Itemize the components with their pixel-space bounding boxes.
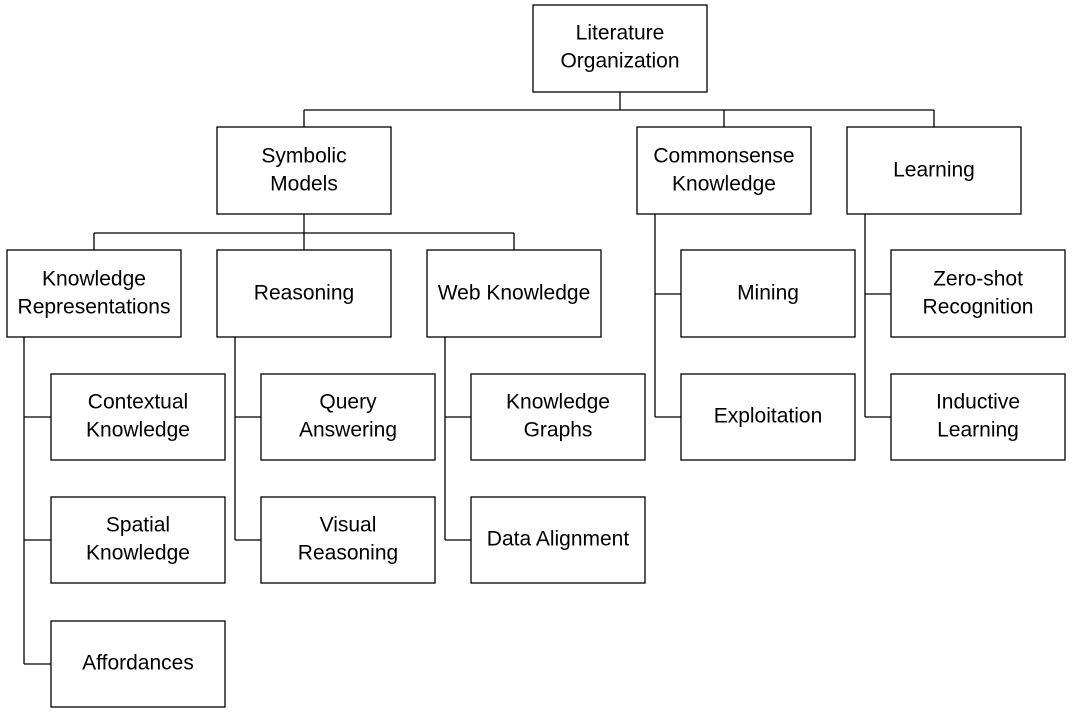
node-label-line: Representations <box>18 296 171 319</box>
node-label-line: Contextual <box>88 391 188 414</box>
connector-root <box>303 92 935 127</box>
node-box <box>636 126 812 215</box>
node-spatial-knowledge: Spatial Knowledge <box>50 496 226 584</box>
node-web-knowledge: Web Knowledge <box>426 249 602 338</box>
connector-web-knowledge <box>444 337 471 541</box>
node-box <box>470 373 646 461</box>
node-box <box>532 4 708 93</box>
node-learning: Learning <box>846 126 1022 215</box>
node-label-line: Affordances <box>82 652 194 675</box>
node-box <box>680 249 856 338</box>
node-label-line: Recognition <box>923 296 1034 319</box>
node-label-line: Knowledge <box>506 391 610 414</box>
connector-symbolic-models <box>93 214 515 250</box>
node-affordances: Affordances <box>50 620 226 708</box>
node-label-line: Zero-shot <box>933 268 1023 291</box>
node-box <box>260 373 436 461</box>
node-label-line: Query <box>319 391 377 414</box>
node-box <box>680 373 856 461</box>
node-inductive-learning: Inductive Learning <box>890 373 1066 461</box>
node-label-line: Learning <box>937 419 1019 442</box>
node-label-line: Inductive <box>936 391 1020 414</box>
node-query-answering: Query Answering <box>260 373 436 461</box>
node-label-line: Commonsense <box>653 145 794 168</box>
node-box <box>890 249 1066 338</box>
node-label-line: Knowledge <box>42 268 146 291</box>
node-label-line: Learning <box>893 159 975 182</box>
node-visual-reasoning: Visual Reasoning <box>260 496 436 584</box>
node-literature-organization: Literature Organization <box>532 4 708 93</box>
node-box <box>260 496 436 584</box>
node-label-line: Graphs <box>524 419 593 442</box>
node-label-line: Knowledge <box>86 419 190 442</box>
node-box <box>50 373 226 461</box>
node-label-line: Knowledge <box>86 542 190 565</box>
node-label-line: Symbolic <box>261 145 346 168</box>
node-label-line: Knowledge <box>672 173 776 196</box>
node-zero-shot-recognition: Zero-shot Recognition <box>890 249 1066 338</box>
connector-commonsense-knowledge <box>654 214 681 418</box>
node-contextual-knowledge: Contextual Knowledge <box>50 373 226 461</box>
node-label-line: Answering <box>299 419 397 442</box>
node-box <box>50 620 226 708</box>
node-box <box>216 126 392 215</box>
node-label-line: Exploitation <box>714 405 823 428</box>
node-label-line: Reasoning <box>254 282 354 305</box>
node-reasoning: Reasoning <box>216 249 392 338</box>
node-box <box>6 249 182 338</box>
node-box <box>426 249 602 338</box>
connectors <box>23 92 935 665</box>
node-label-line: Mining <box>737 282 799 305</box>
node-box <box>846 126 1022 215</box>
node-label-line: Reasoning <box>298 542 398 565</box>
node-label-line: Models <box>270 173 338 196</box>
connector-knowledge-representations <box>23 337 51 665</box>
node-label-line: Data Alignment <box>487 528 630 551</box>
node-label-line: Spatial <box>106 514 170 537</box>
node-mining: Mining <box>680 249 856 338</box>
node-data-alignment: Data Alignment <box>470 496 646 584</box>
node-exploitation: Exploitation <box>680 373 856 461</box>
connector-learning <box>864 214 891 418</box>
connector-reasoning <box>234 337 261 541</box>
node-knowledge-graphs: Knowledge Graphs <box>470 373 646 461</box>
node-commonsense-knowledge: Commonsense Knowledge <box>636 126 812 215</box>
node-box <box>216 249 392 338</box>
node-label-line: Organization <box>560 50 679 73</box>
node-label-line: Visual <box>320 514 377 537</box>
node-label-line: Web Knowledge <box>438 282 591 305</box>
node-box <box>890 373 1066 461</box>
node-label-line: Literature <box>576 22 665 45</box>
node-box <box>470 496 646 584</box>
node-box <box>50 496 226 584</box>
node-knowledge-representations: Knowledge Representations <box>6 249 182 338</box>
node-symbolic-models: Symbolic Models <box>216 126 392 215</box>
